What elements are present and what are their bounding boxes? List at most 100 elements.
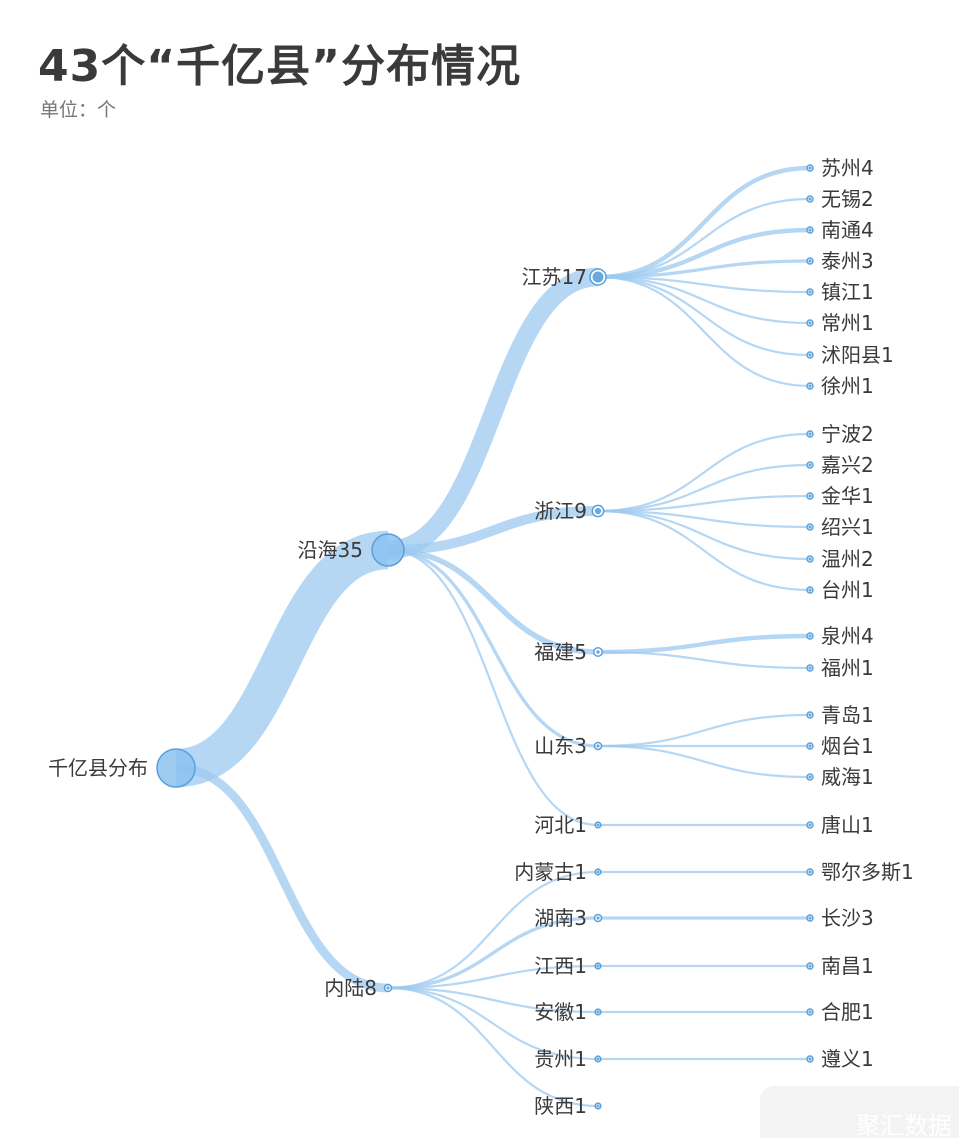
tree-label-威海: 威海1: [821, 765, 874, 789]
tree-node-dot-南昌: [808, 964, 812, 968]
tree-node-dot-沭阳县: [808, 353, 812, 357]
tree-label-金华: 金华1: [821, 484, 874, 508]
tree-node-dot-遵义: [808, 1057, 812, 1061]
tree-node-dot-合肥: [808, 1010, 812, 1014]
tree-link-无锡: [597, 197, 811, 279]
tree-label-台州: 台州1: [821, 578, 874, 602]
tree-link-金华: [597, 494, 811, 513]
tree-label-镇江: 镇江1: [821, 280, 874, 304]
tree-link-浙江: [387, 506, 599, 555]
tree-link-福州: [597, 650, 811, 670]
tree-label-山东: 山东3: [534, 734, 587, 758]
tree-label-江苏: 江苏17: [522, 265, 587, 289]
tree-link-陕西: [387, 986, 599, 1108]
tree-node-dot-绍兴: [808, 525, 812, 529]
tree-node-dot-嘉兴: [808, 463, 812, 467]
tree-label-徐州: 徐州1: [821, 374, 874, 398]
tree-labels: 苏州4 无锡2 南通4 泰州3 镇江1 常州1 沭阳县1 徐州1 江苏17 宁波2 嘉兴2 金华1 绍兴…: [48, 156, 914, 1118]
tree-label-浙江: 浙江9: [534, 499, 587, 523]
tree-node-dot-烟台: [808, 744, 812, 748]
tree-node-dot-无锡: [808, 197, 812, 201]
tree-node-dot-镇江: [808, 290, 812, 294]
tree-link-镇江: [597, 275, 811, 294]
tree-label-贵州: 贵州1: [534, 1047, 587, 1071]
tree-label-宁波: 宁波2: [821, 422, 874, 446]
tree-nodes: [156, 164, 814, 1110]
tree-node-dot-温州: [808, 557, 812, 561]
tree-node-dot-长沙: [808, 916, 812, 920]
tree-link-内陆: [175, 763, 389, 993]
tree-node-dot-泰州: [808, 259, 812, 263]
tree-node-dot-湖南: [596, 916, 600, 920]
tree-label-绍兴: 绍兴1: [821, 515, 874, 539]
tree-node-dot-江西: [596, 964, 600, 968]
tree-link-河北: [387, 548, 599, 827]
tree-label-合肥: 合肥1: [821, 1000, 874, 1024]
tree-node-dot-台州: [808, 588, 812, 592]
tree-node-dot-鄂尔多斯: [808, 870, 812, 874]
tree-node-dot-江苏: [592, 271, 604, 283]
tree-label-内蒙古: 内蒙古1: [514, 860, 587, 884]
tree-node-dot-泉州: [808, 634, 812, 638]
tree-label-无锡: 无锡2: [821, 187, 874, 211]
tree-node-dot-唐山: [808, 823, 812, 827]
tree-link-江苏: [387, 267, 599, 560]
tree-node-dot-常州: [808, 321, 812, 325]
chart-title: 43个“千亿县”分布情况: [38, 41, 522, 92]
watermark-text: 聚汇数据: [856, 1112, 952, 1138]
tree-label-长沙: 长沙3: [821, 906, 874, 930]
tree-link-嘉兴: [597, 463, 811, 513]
tree-label-安徽: 安徽1: [534, 1000, 587, 1024]
tree-label-沭阳县: 沭阳县1: [821, 343, 894, 367]
tree-link-泉州: [597, 633, 811, 655]
tree-label-河北: 河北1: [534, 813, 587, 837]
chart-unit: 单位：个: [40, 99, 117, 121]
tree-label-嘉兴: 嘉兴2: [821, 453, 874, 477]
tree-node-dot-宁波: [808, 432, 812, 436]
tree-node-dot-福建: [596, 650, 600, 654]
tree-label-福州: 福州1: [821, 656, 874, 680]
tree-label-常州: 常州1: [821, 311, 874, 335]
tree-label-温州: 温州2: [821, 547, 874, 571]
tree-node-dot-福州: [808, 666, 812, 670]
tree-link-苏州: [597, 165, 811, 280]
tree-link-徐州: [597, 275, 811, 388]
tree-node-沿海[interactable]: [371, 533, 405, 567]
tree-link-台州: [597, 509, 811, 592]
tree-node-root[interactable]: [156, 748, 196, 788]
tree-links: [174, 165, 811, 1108]
tree-link-安徽: [387, 986, 599, 1014]
tree-label-泰州: 泰州3: [821, 249, 874, 273]
watermark: 聚汇数据: [760, 1086, 959, 1138]
tree-node-dot-徐州: [808, 384, 812, 388]
tree-label-湖南: 湖南3: [534, 906, 587, 930]
tree-label-遵义: 遵义1: [821, 1047, 874, 1071]
tree-link-贵州: [387, 986, 599, 1061]
tree-node-dot-内蒙古: [596, 870, 600, 874]
tree-label-福建: 福建5: [534, 640, 587, 664]
tree-label-苏州: 苏州4: [821, 156, 874, 180]
tree-node-dot-陕西: [596, 1104, 600, 1108]
tree-label-内陆: 内陆8: [324, 976, 377, 1000]
tree-label-南通: 南通4: [821, 218, 874, 242]
tree-label-陕西: 陕西1: [534, 1094, 587, 1118]
tree-label-青岛: 青岛1: [821, 703, 874, 727]
tree-link-青岛: [597, 713, 811, 748]
tree-label-鄂尔多斯: 鄂尔多斯1: [821, 860, 914, 884]
tree-link-宁波: [597, 432, 811, 513]
tree-node-dot-安徽: [596, 1010, 600, 1014]
tree-link-山东: [387, 548, 599, 748]
tree-label-江西: 江西1: [534, 954, 587, 978]
tree-node-dot-苏州: [808, 166, 812, 170]
tree-node-dot-贵州: [596, 1057, 600, 1061]
tree-label-泉州: 泉州4: [821, 624, 874, 648]
tree-node-dot-山东: [596, 744, 600, 748]
tree-link-沭阳县: [597, 275, 811, 357]
tree-link-常州: [597, 275, 811, 325]
tree-node-dot-内陆: [386, 986, 390, 990]
tree-label-烟台: 烟台1: [821, 734, 874, 758]
tree-link-江西: [387, 964, 599, 990]
tree-node-dot-威海: [808, 775, 812, 779]
tree-link-福建: [387, 547, 599, 655]
